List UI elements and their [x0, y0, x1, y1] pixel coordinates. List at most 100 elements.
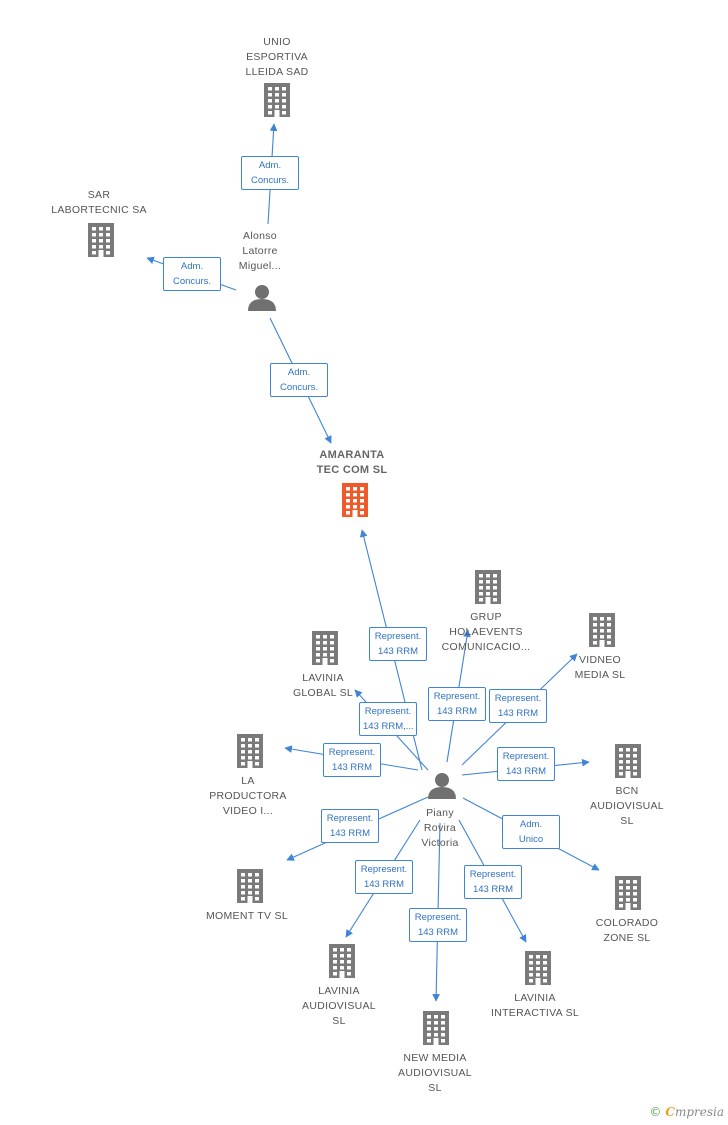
node-label-line: Piany [426, 807, 454, 819]
relation-text: Concurs. [172, 276, 211, 287]
relation-label-alonso-uniolleida[interactable]: Adm. Concurs. [241, 156, 299, 190]
building-icon-laproductora[interactable] [237, 734, 263, 768]
relation-label-piany-laviniaaudiovisual[interactable]: Represent. 143 RRM [355, 860, 413, 894]
node-label-line: SL [428, 1082, 442, 1094]
node-label-line: LLEIDA SAD [245, 66, 309, 78]
relation-text: Represent. [360, 864, 408, 875]
relation-text: Represent. [328, 747, 376, 758]
brand-name: mpresia [674, 1105, 724, 1119]
node-label-line: LAVINIA [302, 672, 344, 684]
relation-text: 143 RRM [329, 828, 371, 839]
relation-text: 143 RRM [436, 706, 478, 717]
node-label-laviniainteractiva[interactable]: LAVINIA INTERACTIVA SL [470, 991, 600, 1021]
relation-text: Adm. [258, 160, 282, 171]
relation-text: Represent. [414, 912, 462, 923]
node-label-bcn[interactable]: BCN AUDIOVISUAL SL [562, 784, 692, 829]
node-label-line: BCN [615, 785, 639, 797]
node-label-line: AUDIOVISUAL [590, 800, 664, 812]
relation-label-piany-colorado[interactable]: Adm.Unico [502, 815, 560, 849]
building-icon-newmedia[interactable] [423, 1011, 449, 1045]
building-icon-sar[interactable] [88, 223, 114, 257]
relation-label-piany-bcn[interactable]: Represent.143 RRM [497, 747, 555, 781]
brand-initial: C [665, 1105, 675, 1119]
relation-text: 143 RRM [497, 708, 539, 719]
node-label-newmedia[interactable]: NEW MEDIA AUDIOVISUAL SL [370, 1051, 500, 1096]
relation-text: 143 RRM [363, 879, 405, 890]
node-label-line: INTERACTIVA SL [490, 1007, 580, 1019]
node-label-line: TEC COM SL [316, 464, 388, 476]
relation-text: Represent. [494, 693, 542, 704]
copyright-symbol: © [649, 1105, 662, 1119]
node-label-line: LABORTECNIC SA [51, 204, 147, 216]
node-label-grup[interactable]: GRUP HOLAEVENTS COMUNICACIO... [421, 610, 551, 655]
building-icon-laviniaglobal[interactable] [312, 631, 338, 665]
node-label-line: Victoria [421, 837, 459, 849]
building-icon-grup[interactable] [475, 570, 501, 604]
node-label-line: COLORADO [595, 917, 659, 929]
person-icon-piany[interactable] [428, 773, 456, 799]
relation-label-piany-momenttv[interactable]: Represent. 143 RRM [321, 809, 379, 843]
relation-label-piany-amaranta[interactable]: Represent.143 RRM [369, 627, 427, 661]
relation-text: Concurs. [279, 382, 318, 393]
node-label-line: HOLAEVENTS [449, 626, 523, 638]
relation-text: Represent. [502, 751, 550, 762]
node-label-line: LAVINIA [514, 992, 556, 1004]
node-label-line: Rovira [423, 822, 457, 834]
node-label-laviniaglobal[interactable]: LAVINIA GLOBAL SL [258, 671, 388, 701]
node-label-line: MEDIA SL [574, 669, 626, 681]
relation-text: Represent. [326, 813, 374, 824]
node-label-line: VIDEO I... [222, 805, 274, 817]
node-label-line: UNIO [263, 36, 291, 48]
relation-label-piany-laviniaglobal[interactable]: Represent.143 RRM,... [359, 702, 417, 736]
node-label-line: AUDIOVISUAL [398, 1067, 472, 1079]
node-label-vidneo[interactable]: VIDNEO MEDIA SL [535, 653, 665, 683]
relation-text: Adm. [287, 367, 311, 378]
node-label-laviniaaudiovisual[interactable]: LAVINIA AUDIOVISUAL SL [274, 984, 404, 1029]
building-icon-colorado[interactable] [615, 876, 641, 910]
node-label-colorado[interactable]: COLORADO ZONE SL [562, 916, 692, 946]
relation-label-piany-laviniainteractiva[interactable]: Represent.143 RRM [464, 865, 522, 899]
node-label-line: AMARANTA [319, 449, 385, 461]
node-label-amaranta[interactable]: AMARANTA TEC COM SL [287, 448, 417, 478]
relation-label-piany-newmedia[interactable]: Represent. 143 RRM [409, 908, 467, 942]
building-icon-momenttv[interactable] [237, 869, 263, 903]
relation-label-piany-grup[interactable]: Represent. 143 RRM [428, 687, 486, 721]
relation-text: 143 RRM [377, 646, 419, 657]
building-icon-bcn[interactable] [615, 744, 641, 778]
building-icon-laviniainteractiva[interactable] [525, 951, 551, 985]
node-label-momenttv[interactable]: MOMENT TV SL [182, 909, 312, 924]
person-icon-alonso[interactable] [248, 285, 276, 311]
relation-label-piany-vidneo[interactable]: Represent. 143 RRM [489, 689, 547, 723]
relation-label-alonso-amaranta[interactable]: Adm. Concurs. [270, 363, 328, 397]
node-label-line: ZONE SL [603, 932, 651, 944]
node-label-line: GLOBAL SL [292, 687, 354, 699]
node-label-line: GRUP [470, 611, 502, 623]
relation-label-alonso-sar[interactable]: Adm. Concurs. [163, 257, 221, 291]
node-label-line: AUDIOVISUAL [302, 1000, 376, 1012]
node-label-line: NEW MEDIA [403, 1052, 467, 1064]
relation-label-piany-laproductora[interactable]: Represent. 143 RRM [323, 743, 381, 777]
node-label-line: SL [620, 815, 634, 827]
relation-text: Unico [518, 834, 544, 845]
node-label-line: SL [332, 1015, 346, 1027]
node-label-line: LAVINIA [318, 985, 360, 997]
relation-text: Represent. [364, 706, 412, 717]
node-label-line: Latorre [242, 245, 278, 257]
building-icon-laviniaaudiovisual[interactable] [329, 944, 355, 978]
relation-text: Represent. [433, 691, 481, 702]
relation-text: 143 RRM [331, 762, 373, 773]
building-icon-uniolleida[interactable] [264, 83, 290, 117]
relation-text: Concurs. [250, 175, 289, 186]
relation-text: Adm. [180, 261, 204, 272]
relation-text: 143 RRM [417, 927, 459, 938]
node-label-line: VIDNEO [578, 654, 622, 666]
node-label-line: COMUNICACIO... [441, 641, 531, 653]
building-icon-vidneo[interactable] [589, 613, 615, 647]
building-icon-amaranta[interactable] [342, 483, 368, 517]
